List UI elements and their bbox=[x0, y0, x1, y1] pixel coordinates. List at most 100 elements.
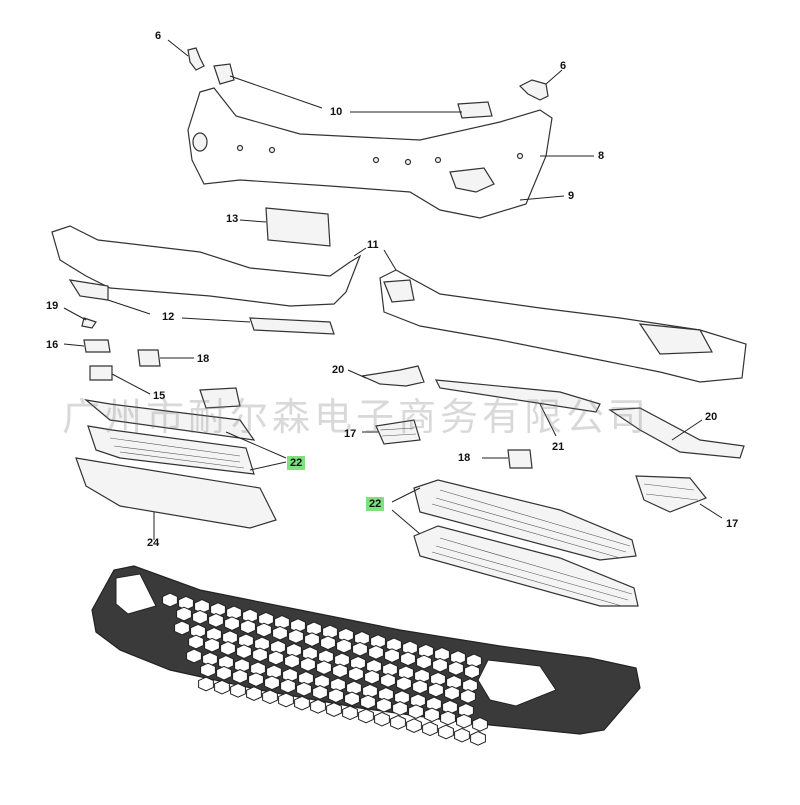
honeycomb-cell bbox=[438, 724, 454, 740]
part-19 bbox=[81, 317, 97, 329]
honeycomb-cell bbox=[256, 622, 272, 638]
honeycomb-cell bbox=[336, 638, 352, 654]
honeycomb-cell bbox=[432, 657, 448, 673]
part-11-right-cutout bbox=[638, 323, 713, 355]
part-11-lower-fascia bbox=[379, 269, 747, 383]
honeycomb-cell bbox=[310, 699, 326, 714]
honeycomb-cell bbox=[424, 707, 440, 723]
honeycomb-cell bbox=[460, 689, 476, 704]
part-16 bbox=[83, 339, 111, 353]
honeycomb-cell bbox=[352, 641, 368, 657]
callout-17-right: 17 bbox=[726, 518, 739, 530]
honeycomb-cell bbox=[316, 660, 332, 675]
honeycomb-cell bbox=[312, 685, 328, 700]
honeycomb-cell bbox=[300, 657, 316, 672]
honeycomb-cell bbox=[272, 625, 288, 641]
grille-left-opening bbox=[115, 573, 157, 615]
honeycomb-cell bbox=[464, 664, 480, 679]
fog-hole-left bbox=[192, 132, 208, 152]
honeycomb-cell bbox=[186, 648, 202, 664]
part-10-left-cover bbox=[213, 63, 235, 85]
callout-17-left: 17 bbox=[344, 428, 357, 440]
part-22-left-upper bbox=[83, 399, 256, 441]
honeycomb-cell bbox=[342, 705, 358, 721]
honeycomb-cell bbox=[326, 702, 342, 717]
callout-15: 15 bbox=[153, 390, 166, 402]
callout-21: 21 bbox=[552, 441, 565, 453]
part-20-left bbox=[359, 365, 425, 387]
part-11-left-cutout bbox=[383, 279, 415, 303]
honeycomb-cell bbox=[456, 713, 472, 729]
honeycomb-cell bbox=[364, 669, 380, 685]
honeycomb-cell bbox=[348, 666, 364, 682]
honeycomb-cell bbox=[376, 697, 392, 713]
part-17-left bbox=[375, 419, 421, 445]
honeycomb-cell bbox=[396, 676, 412, 691]
part-20-right bbox=[608, 407, 745, 459]
part-13-plate-bracket bbox=[265, 207, 331, 247]
callout-24: 24 bbox=[147, 537, 160, 549]
honeycomb-cell bbox=[188, 634, 204, 650]
part-22-right-upper bbox=[413, 479, 637, 561]
honeycomb-cell bbox=[328, 688, 344, 703]
part-15-grille bbox=[89, 365, 113, 381]
honeycomb-cell bbox=[380, 673, 396, 688]
honeycomb-cell bbox=[214, 679, 230, 695]
honeycomb-cell bbox=[440, 710, 456, 726]
honeycomb-cell bbox=[408, 704, 424, 719]
callout-20-right: 20 bbox=[705, 411, 718, 423]
honeycomb-cell bbox=[252, 647, 268, 663]
honeycomb-cell bbox=[472, 717, 488, 732]
honeycomb-cell bbox=[288, 629, 304, 644]
honeycomb-cell bbox=[332, 663, 348, 679]
honeycomb-cell bbox=[232, 669, 248, 684]
honeycomb-cell bbox=[248, 672, 264, 687]
honeycomb-cell bbox=[406, 718, 422, 733]
part-6-right-clip bbox=[518, 79, 549, 101]
honeycomb-cell bbox=[412, 679, 428, 695]
part-21-strip bbox=[434, 379, 601, 413]
honeycomb-cell bbox=[368, 645, 384, 660]
fog-hole-right bbox=[449, 167, 495, 193]
honeycomb-cell bbox=[470, 731, 486, 746]
part-lower-fascia-left bbox=[51, 225, 362, 307]
callout-22-right: 22 bbox=[366, 497, 385, 511]
callout-20-left: 20 bbox=[332, 364, 345, 376]
honeycomb-cell bbox=[428, 682, 444, 698]
callout-10: 10 bbox=[330, 106, 343, 118]
callout-16: 16 bbox=[46, 339, 59, 351]
honeycomb-cell bbox=[358, 708, 374, 724]
part-18-left bbox=[137, 349, 161, 367]
part-8-upper-fascia bbox=[187, 87, 553, 219]
honeycomb-cell bbox=[268, 650, 284, 666]
honeycomb-cell bbox=[216, 665, 232, 681]
honeycomb-cell bbox=[444, 685, 460, 701]
honeycomb-cell bbox=[174, 620, 190, 636]
honeycomb-cell bbox=[448, 661, 464, 676]
honeycomb-cell bbox=[208, 613, 224, 628]
honeycomb-cell bbox=[236, 644, 252, 659]
callout-8: 8 bbox=[598, 150, 605, 162]
honeycomb-cell bbox=[262, 689, 278, 705]
callout-6-left: 6 bbox=[155, 30, 162, 42]
honeycomb-cell bbox=[280, 678, 296, 694]
watermark-text: 广州市耐尔森电子商务有限公司 bbox=[62, 395, 651, 439]
honeycomb-cell bbox=[220, 641, 236, 656]
honeycomb-cell bbox=[198, 676, 214, 692]
honeycomb-cell bbox=[384, 648, 400, 663]
honeycomb-cell bbox=[240, 619, 256, 635]
honeycomb-cell bbox=[454, 727, 470, 743]
honeycomb-cell bbox=[162, 592, 178, 608]
callout-9: 9 bbox=[568, 190, 575, 202]
honeycomb-cell bbox=[304, 632, 320, 647]
callout-11: 11 bbox=[367, 239, 379, 251]
honeycomb-cell bbox=[360, 694, 376, 710]
callout-13: 13 bbox=[226, 213, 239, 225]
part-12-strip bbox=[249, 317, 335, 335]
honeycomb-cell bbox=[390, 715, 406, 730]
honeycomb-cell bbox=[246, 686, 262, 701]
honeycomb-cell bbox=[278, 692, 294, 708]
honeycomb-cell bbox=[320, 635, 336, 651]
